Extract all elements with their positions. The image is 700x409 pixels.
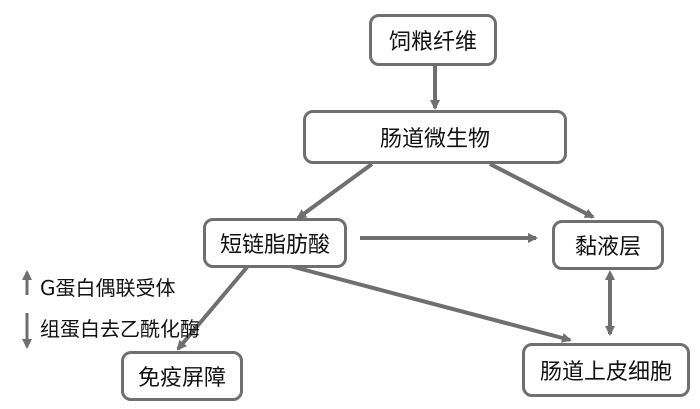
node-mucus-layer-label: 黏液层 xyxy=(574,235,641,260)
arrow-scfa-to-epithelial xyxy=(289,264,572,343)
node-epithelial-cells: 肠道上皮细胞 xyxy=(522,343,690,397)
node-scfa-label: 短链脂肪酸 xyxy=(219,233,330,258)
arrow-microbiota-to-mucus xyxy=(489,162,595,219)
node-gut-microbiota-label: 肠道微生物 xyxy=(379,127,490,152)
node-gut-microbiota: 肠道微生物 xyxy=(303,110,567,164)
node-scfa: 短链脂肪酸 xyxy=(203,218,347,268)
node-feed-fiber: 饲粮纤维 xyxy=(369,14,497,66)
node-mucus-layer: 黏液层 xyxy=(552,220,664,270)
arrow-scfa-to-immune xyxy=(176,264,250,351)
node-epithelial-cells-label: 肠道上皮细胞 xyxy=(539,360,672,385)
node-immune-barrier-label: 免疫屏障 xyxy=(137,366,226,391)
node-feed-fiber-label: 饲粮纤维 xyxy=(388,30,477,55)
node-immune-barrier: 免疫屏障 xyxy=(121,351,243,401)
arrow-microbiota-to-scfa xyxy=(296,162,374,220)
legend-up-label: G蛋白偶联受体 xyxy=(40,276,176,300)
legend-down-label: 组蛋白去乙酰化酶 xyxy=(40,317,200,341)
